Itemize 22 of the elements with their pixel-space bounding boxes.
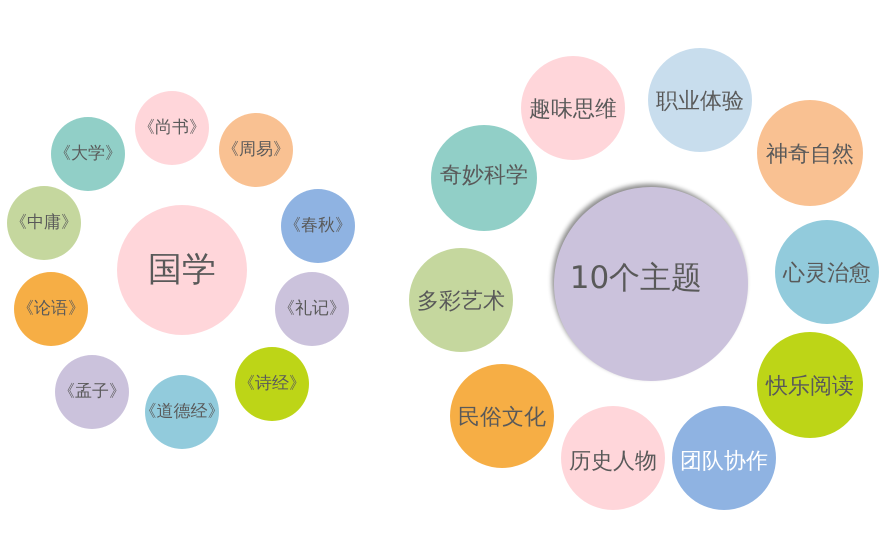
bubble-label: 心灵治愈 — [783, 262, 871, 286]
bubble-label: 《大学》 — [54, 144, 122, 164]
bubble-label: 10个主题 — [570, 260, 702, 296]
bubble-label: 奇妙科学 — [440, 164, 528, 188]
bubble-label: 民俗文化 — [458, 406, 546, 430]
bubble-label: 《诗经》 — [238, 374, 306, 394]
bubble-label: 趣味思维 — [529, 98, 617, 122]
bubble-label: 团队协作 — [680, 450, 768, 474]
bubble-label: 《孟子》 — [58, 382, 126, 402]
bubble-label: 快乐阅读 — [766, 374, 854, 400]
bubble-label: 《尚书》 — [138, 118, 206, 138]
bubble-label: 《春秋》 — [284, 216, 352, 236]
bubble-label: 多彩艺术 — [417, 290, 505, 314]
bubble-label: 历史人物 — [569, 450, 657, 474]
bubble-label: 职业体验 — [656, 90, 744, 114]
bubble-label: 《礼记》 — [278, 300, 346, 318]
bubble-label: 《周易》 — [222, 140, 290, 160]
bubble-label: 《道德经》 — [140, 402, 224, 422]
bubble-label: 国学 — [148, 251, 216, 289]
bubble-label: 神奇自然 — [766, 142, 854, 168]
bubble-label: 《中庸》 — [10, 214, 78, 232]
bubble-label: 《论语》 — [17, 300, 85, 318]
